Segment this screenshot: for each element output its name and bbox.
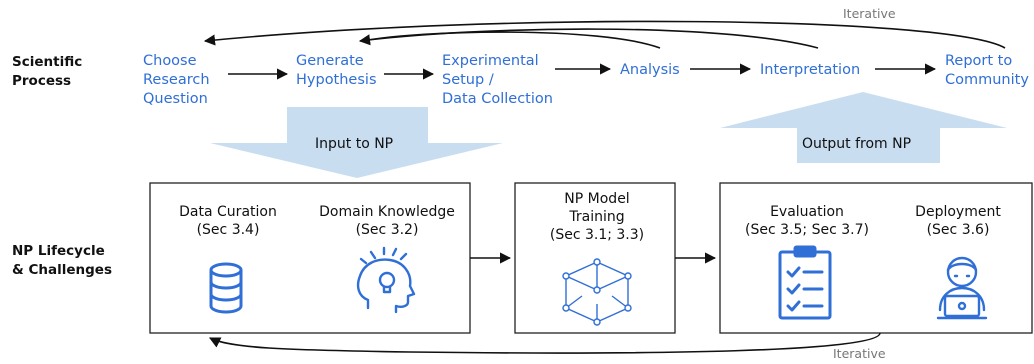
np-lifecycle-label-line1: NP Lifecycle [12,243,105,259]
np-model-line2: Training [568,209,624,225]
experimental-line2: Setup / [442,72,494,88]
loop-interpretation-to-hypothesis-arrow [358,28,819,49]
scientific-process-label-line2: Process [12,73,71,89]
process-step-analysis: Analysis [620,62,680,78]
domain-knowledge-section: (Sec 3.2) [356,222,419,238]
lifecycle-box-data-domain [149,182,471,334]
database-icon [209,262,243,314]
iterative-bottom-label: Iterative [833,346,886,361]
lifecycle-box-training [514,182,676,334]
process-step-report: Report to Community [945,53,1029,88]
head-lightbulb-icon [356,246,416,314]
output-from-np-arrow [720,92,1007,163]
generate-line1: Generate [296,53,364,69]
loop-analysis-to-hypothesis-arrow [361,31,661,49]
input-to-np-label: Input to NP [315,136,393,152]
np-model-line1: NP Model [564,191,629,207]
process-step-generate: Generate Hypothesis [296,53,377,88]
iterative-loop-top-arrow [203,20,1006,49]
choose-line3: Question [143,91,208,107]
analysis-line1: Analysis [620,62,680,78]
evaluation-section: (Sec 3.5; Sec 3.7) [745,222,869,238]
report-line1: Report to [945,53,1012,69]
clipboard-checklist-icon [778,245,832,320]
evaluation-title: Evaluation [770,204,844,220]
data-curation-section: (Sec 3.4) [197,222,260,238]
process-step-interpretation: Interpretation [760,62,860,78]
data-curation-title: Data Curation [179,204,277,220]
domain-knowledge-title: Domain Knowledge [319,204,455,220]
experimental-line1: Experimental [442,53,539,69]
iterative-top-label: Iterative [843,6,896,21]
cube-network-icon [562,258,632,326]
np-model-line3: (Sec 3.1; 3.3) [550,227,644,243]
choose-line2: Research [143,72,210,88]
interpretation-line1: Interpretation [760,62,860,78]
input-to-np-arrow [210,107,503,178]
experimental-line3: Data Collection [442,91,553,107]
generate-line2: Hypothesis [296,72,377,88]
np-lifecycle-label-line2: & Challenges [12,262,112,278]
output-from-np-label: Output from NP [802,136,911,152]
choose-line1: Choose [143,53,197,69]
process-step-choose: Choose Research Question [143,53,210,107]
iterative-loop-bottom-arrow [208,332,881,354]
deployment-title: Deployment [915,204,1001,220]
person-laptop-icon [936,256,988,320]
deployment-section: (Sec 3.6) [927,222,990,238]
process-step-experimental: Experimental Setup / Data Collection [442,53,553,107]
scientific-process-label-line1: Scientific [12,54,82,70]
report-line2: Community [945,72,1029,88]
